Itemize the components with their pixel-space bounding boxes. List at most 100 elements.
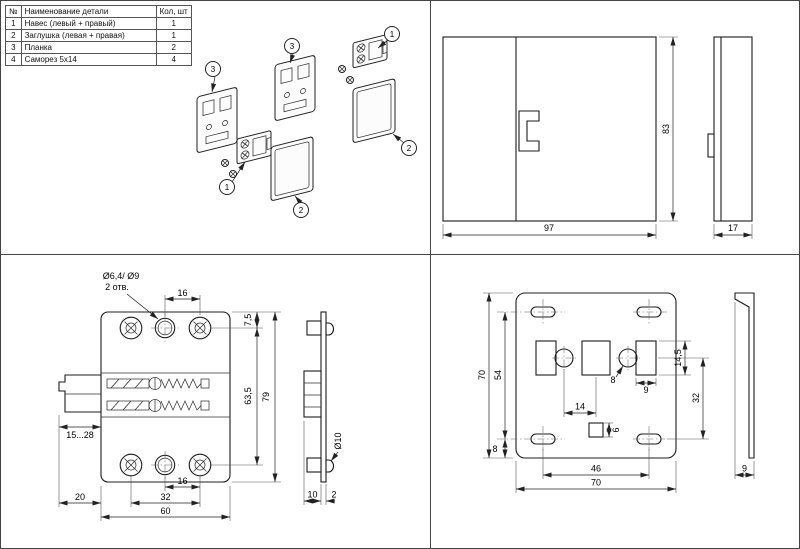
dim-center-to-slot: 32 bbox=[691, 393, 701, 403]
center-window bbox=[581, 340, 611, 376]
panel-cover-detail: 70 54 8 14 6 8 9 bbox=[431, 255, 799, 548]
part-qty: 1 bbox=[155, 29, 192, 42]
mounting-plate-left bbox=[196, 86, 238, 154]
assembled-view-drawing: 97 83 17 bbox=[442, 36, 753, 239]
dim-plate-thickness: 2 bbox=[331, 490, 336, 500]
screw-boss-bottom bbox=[325, 459, 335, 473]
table-row: 1 Навес (левый + правый) 1 bbox=[5, 17, 192, 30]
part-num: 1 bbox=[5, 17, 22, 30]
dim-overall-height: 70 bbox=[477, 370, 487, 380]
dim-hole-pitch-top: 16 bbox=[177, 288, 187, 298]
hanger-side-view bbox=[303, 311, 335, 483]
part-num: 4 bbox=[5, 53, 22, 66]
parts-table: № Наименование детали Кол, шт 1 Навес (л… bbox=[5, 5, 192, 66]
table-row: 2 Заглушка (левая + правая) 1 bbox=[5, 29, 192, 42]
dim-width: 97 bbox=[544, 223, 554, 233]
assembled-front-view bbox=[442, 36, 657, 222]
cover-side-view bbox=[734, 292, 755, 459]
balloon-label: 1 bbox=[390, 30, 395, 39]
holes-diameter-label: Ø6,4/ Ø9 bbox=[103, 271, 140, 281]
dim-window-width: 9 bbox=[643, 385, 648, 395]
dim-side-depth: 9 bbox=[742, 464, 747, 474]
part-num: 3 bbox=[5, 41, 22, 54]
dimensions: Ø6,4/ Ø9 2 отв. 16 7,5 63,5 79 1 bbox=[58, 271, 343, 521]
cover-detail-drawing: 70 54 8 14 6 8 9 bbox=[477, 292, 755, 493]
screw-hole-top-left bbox=[119, 316, 143, 340]
hanger-body-right bbox=[352, 34, 388, 69]
part-name: Планка bbox=[20, 41, 157, 54]
exploded-view-drawing: 3 3 1 2 1 2 bbox=[196, 26, 417, 218]
cover-right bbox=[352, 78, 396, 144]
mount-hole-bottom bbox=[151, 451, 179, 479]
balloon-part1-left: 1 bbox=[219, 179, 235, 195]
screw-icon bbox=[221, 159, 229, 167]
screw-hole-bottom-left bbox=[119, 453, 143, 477]
dim-slot-pitch-y: 54 bbox=[493, 370, 503, 380]
side-tab bbox=[707, 133, 715, 158]
hanging-arm bbox=[58, 374, 102, 413]
balloon-part2-right: 2 bbox=[401, 140, 417, 156]
screw-hole-bottom-right bbox=[188, 453, 212, 477]
dim-hole-offset: 14 bbox=[575, 402, 585, 412]
dim-hole-span: 32 bbox=[160, 492, 170, 502]
dim-arm-extension: 20 bbox=[75, 492, 85, 502]
part-qty: 2 bbox=[155, 41, 192, 54]
balloon-leaders bbox=[211, 39, 405, 205]
dim-side-depth: 10 bbox=[307, 490, 317, 500]
screw-hole-top-right bbox=[188, 316, 212, 340]
panel-exploded-view: 3 3 1 2 1 2 bbox=[1, 1, 430, 254]
panel-hanger-detail: Ø6,4/ Ø9 2 отв. 16 7,5 63,5 79 1 bbox=[1, 255, 430, 548]
balloon-label: 3 bbox=[290, 42, 295, 51]
balloon-part3-right: 3 bbox=[284, 38, 300, 54]
hook-notch bbox=[588, 422, 604, 438]
balloon-label: 2 bbox=[299, 206, 304, 215]
hanger-front-view bbox=[58, 311, 231, 483]
balloon-part3-left: 3 bbox=[205, 61, 221, 77]
mount-hole-top bbox=[151, 314, 179, 342]
holes-count-label: 2 отв. bbox=[105, 282, 129, 292]
part-name: Заглушка (левая + правая) bbox=[20, 29, 157, 42]
balloon-part1-right: 1 bbox=[384, 26, 400, 42]
dimensions: 97 83 17 bbox=[442, 36, 753, 239]
cover-front-view bbox=[497, 292, 677, 459]
dim-hole-diameter: 8 bbox=[610, 375, 615, 385]
screw-boss-top bbox=[325, 322, 335, 336]
dim-overall-height: 79 bbox=[261, 392, 271, 402]
assembled-side-view bbox=[707, 36, 753, 222]
dim-slot-pitch-x: 46 bbox=[591, 464, 601, 474]
panel-assembled-view: 97 83 17 bbox=[431, 1, 799, 254]
window-right bbox=[635, 340, 657, 376]
dim-top-margin: 7,5 bbox=[243, 314, 253, 327]
part-name: Саморез 5х14 bbox=[20, 53, 157, 66]
cover-left bbox=[270, 136, 314, 202]
parts-table-header-qty: Кол, шт bbox=[155, 5, 192, 18]
dim-hole-pitch-bottom: 16 bbox=[177, 476, 187, 486]
dim-adjust-range: 15...28 bbox=[66, 430, 94, 440]
balloon-label: 2 bbox=[407, 144, 412, 153]
mounting-plate-right bbox=[274, 54, 316, 122]
dim-boss-diameter: Ø10 bbox=[333, 432, 343, 449]
balloon-part2-left: 2 bbox=[293, 202, 309, 218]
hanger-detail-drawing: Ø6,4/ Ø9 2 отв. 16 7,5 63,5 79 1 bbox=[58, 271, 343, 521]
dimensions: 70 54 8 14 6 8 9 bbox=[477, 292, 755, 493]
part-num: 2 bbox=[5, 29, 22, 42]
part-name: Навес (левый + правый) bbox=[20, 17, 157, 30]
hook-cutout bbox=[518, 110, 540, 152]
part-qty: 1 bbox=[155, 17, 192, 30]
parts-table-header-row: № Наименование детали Кол, шт bbox=[5, 5, 192, 18]
dim-height: 83 bbox=[661, 124, 671, 134]
balloon-label: 1 bbox=[225, 183, 230, 192]
table-row: 3 Планка 2 bbox=[5, 41, 192, 54]
dim-depth: 17 bbox=[728, 223, 738, 233]
dim-slot-margin: 8 bbox=[492, 444, 497, 454]
part-qty: 4 bbox=[155, 53, 192, 66]
hanger-body-left bbox=[236, 130, 272, 165]
balloon-label: 3 bbox=[211, 65, 216, 74]
dim-overall-width: 60 bbox=[160, 506, 170, 516]
dim-overall-width: 70 bbox=[591, 478, 601, 488]
adjusting-mechanism bbox=[106, 377, 210, 412]
parts-table-header-num: № bbox=[5, 5, 22, 18]
dim-hole-pitch-y: 63,5 bbox=[243, 387, 253, 405]
dim-notch-width: 6 bbox=[611, 427, 621, 432]
